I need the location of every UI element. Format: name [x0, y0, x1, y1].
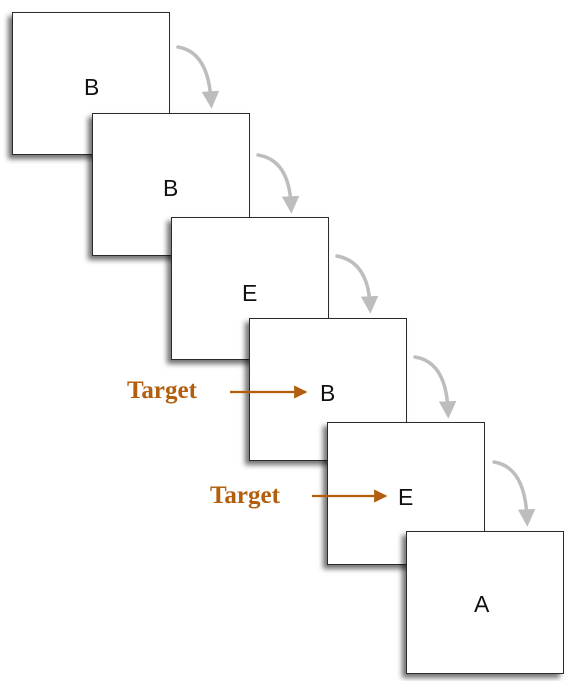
curved-arrow-icon — [256, 153, 300, 214]
curved-arrow-icon — [492, 460, 536, 527]
frame-letter: E — [398, 484, 414, 510]
stimulus-frame-1: B — [12, 12, 170, 155]
frame-letter: B — [163, 175, 179, 201]
curved-arrow-icon — [176, 45, 220, 109]
target-label-frame-5: Target — [210, 482, 280, 509]
frame-letter: B — [320, 380, 336, 406]
curved-arrow-icon — [335, 254, 379, 314]
target-label-frame-4: Target — [127, 377, 197, 404]
frame-letter: A — [474, 591, 490, 617]
curved-arrow-icon — [413, 355, 457, 419]
frame-letter: E — [242, 280, 258, 306]
stimulus-frame-6: A — [406, 531, 564, 674]
frame-letter: B — [84, 74, 100, 100]
